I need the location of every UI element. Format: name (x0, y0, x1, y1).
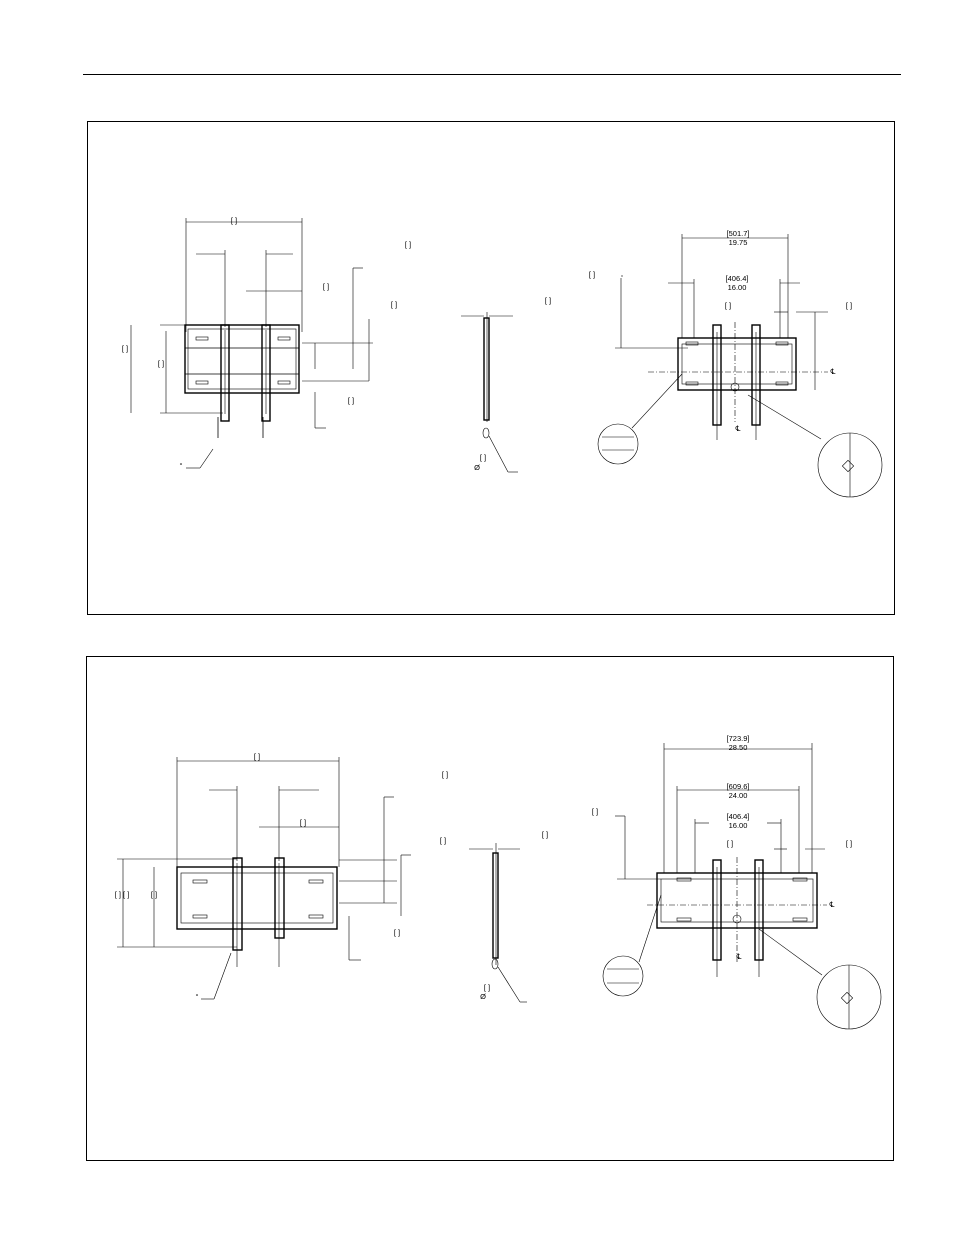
dim-spacing-imperial: 16.00 (728, 283, 747, 292)
svg-text:[ ]: [ ] (151, 890, 157, 899)
svg-text:[ ]: [ ] (545, 296, 551, 305)
svg-text:[ ]: [ ] (394, 928, 400, 937)
angle-degree-symbol: ° (180, 461, 183, 470)
dim-spacing-imperial: 16.00 (729, 821, 748, 830)
svg-text:[ ]: [ ] (542, 830, 548, 839)
front-view: [ ] [ ] [ ] [ ] [ ] [ ] [ ] [ ] (115, 752, 448, 1001)
header-rule (83, 74, 901, 75)
svg-text:[ ]: [ ] (484, 983, 490, 992)
svg-text:[ ]: [ ] (348, 396, 354, 405)
panel-1-drawing: [ ] [ ] [ ] [ ] [ ] [ ] [ ] (122, 216, 883, 498)
svg-text:[ ]: [ ] (480, 453, 486, 462)
side-view: [ ] [ ] Ø (461, 296, 551, 473)
centerline-symbol-h: ℄ (829, 900, 836, 909)
svg-text:[ ]: [ ] (405, 240, 411, 249)
dim-width-metric: [723.9] (727, 734, 750, 743)
svg-text:[ ]: [ ] (254, 752, 260, 761)
svg-text:[ ]: [ ] (592, 807, 598, 816)
svg-text:[ ]: [ ] (846, 839, 852, 848)
side-view: [ ] [ ] Ø (469, 830, 548, 1003)
centerline-symbol-h: ℄ (830, 367, 837, 376)
svg-text:[ ]: [ ] (122, 344, 128, 353)
centerline-symbol-v: ℄ (736, 952, 743, 961)
svg-text:[ ]: [ ] (846, 301, 852, 310)
dim-spacing-metric: [406.4] (727, 812, 750, 821)
drawing-panel-1: [ ] [ ] [ ] [ ] [ ] [ ] [ ] (87, 121, 895, 615)
svg-text:[ ]: [ ] (440, 836, 446, 845)
rear-view: ℄ ℄ [501.7] 19.75 [406.4] 16.00 [ ] [ ] … (589, 229, 883, 498)
svg-text:[ ]: [ ] (300, 818, 306, 827)
svg-text:[ ] [ ]: [ ] [ ] (115, 890, 130, 899)
dim-spacing-metric: [406.4] (726, 274, 749, 283)
svg-text:[ ]: [ ] (725, 301, 731, 310)
diameter-symbol: Ø (480, 992, 486, 1001)
svg-text:[ ]: [ ] (589, 270, 595, 279)
rear-view: ℄ ℄ [723.9] 28.50 [609.6] 24.00 [406.4] … (592, 734, 882, 1030)
angle-degree-symbol: ° (196, 992, 199, 1001)
svg-text:[ ]: [ ] (391, 300, 397, 309)
dim-span-metric: [609.6] (727, 782, 750, 791)
front-view: [ ] [ ] [ ] [ ] [ ] [ ] [ ] (122, 216, 411, 470)
dim-width-imperial: 19.75 (729, 238, 748, 247)
svg-text:[ ]: [ ] (323, 282, 329, 291)
svg-text:[ ]: [ ] (442, 770, 448, 779)
dim-span-imperial: 24.00 (729, 791, 748, 800)
dim-width-imperial: 28.50 (729, 743, 748, 752)
panel-2-drawing: [ ] [ ] [ ] [ ] [ ] [ ] [ ] [ ] (115, 734, 882, 1030)
drawing-panel-2: [ ] [ ] [ ] [ ] [ ] [ ] [ ] [ ] (86, 656, 894, 1161)
dim-width-metric: [501.7] (727, 229, 750, 238)
centerline-symbol-v: ℄ (735, 424, 742, 433)
svg-text:[ ]: [ ] (727, 839, 733, 848)
svg-text:[ ]: [ ] (158, 359, 164, 368)
diameter-symbol: Ø (474, 463, 480, 472)
svg-text:[ ]: [ ] (231, 216, 237, 225)
